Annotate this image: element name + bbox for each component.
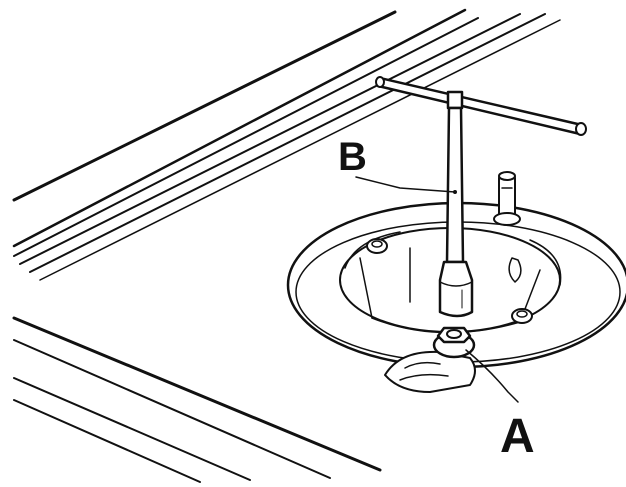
panel-edge-lines-lower [12, 316, 382, 483]
leader-line-b [355, 176, 456, 193]
nut-a [432, 326, 476, 359]
label-b: B [338, 135, 367, 179]
label-a: A [500, 410, 535, 463]
t-handle-wrench [375, 76, 587, 318]
tire-edge [384, 350, 476, 393]
leader-line-a [465, 349, 519, 403]
upright-stud [493, 171, 521, 226]
rim-bolt-right [511, 308, 533, 324]
rim-bolt-left [366, 238, 388, 254]
leader-dot-b [453, 190, 457, 194]
panel-edge-lines-upper [12, 8, 561, 281]
